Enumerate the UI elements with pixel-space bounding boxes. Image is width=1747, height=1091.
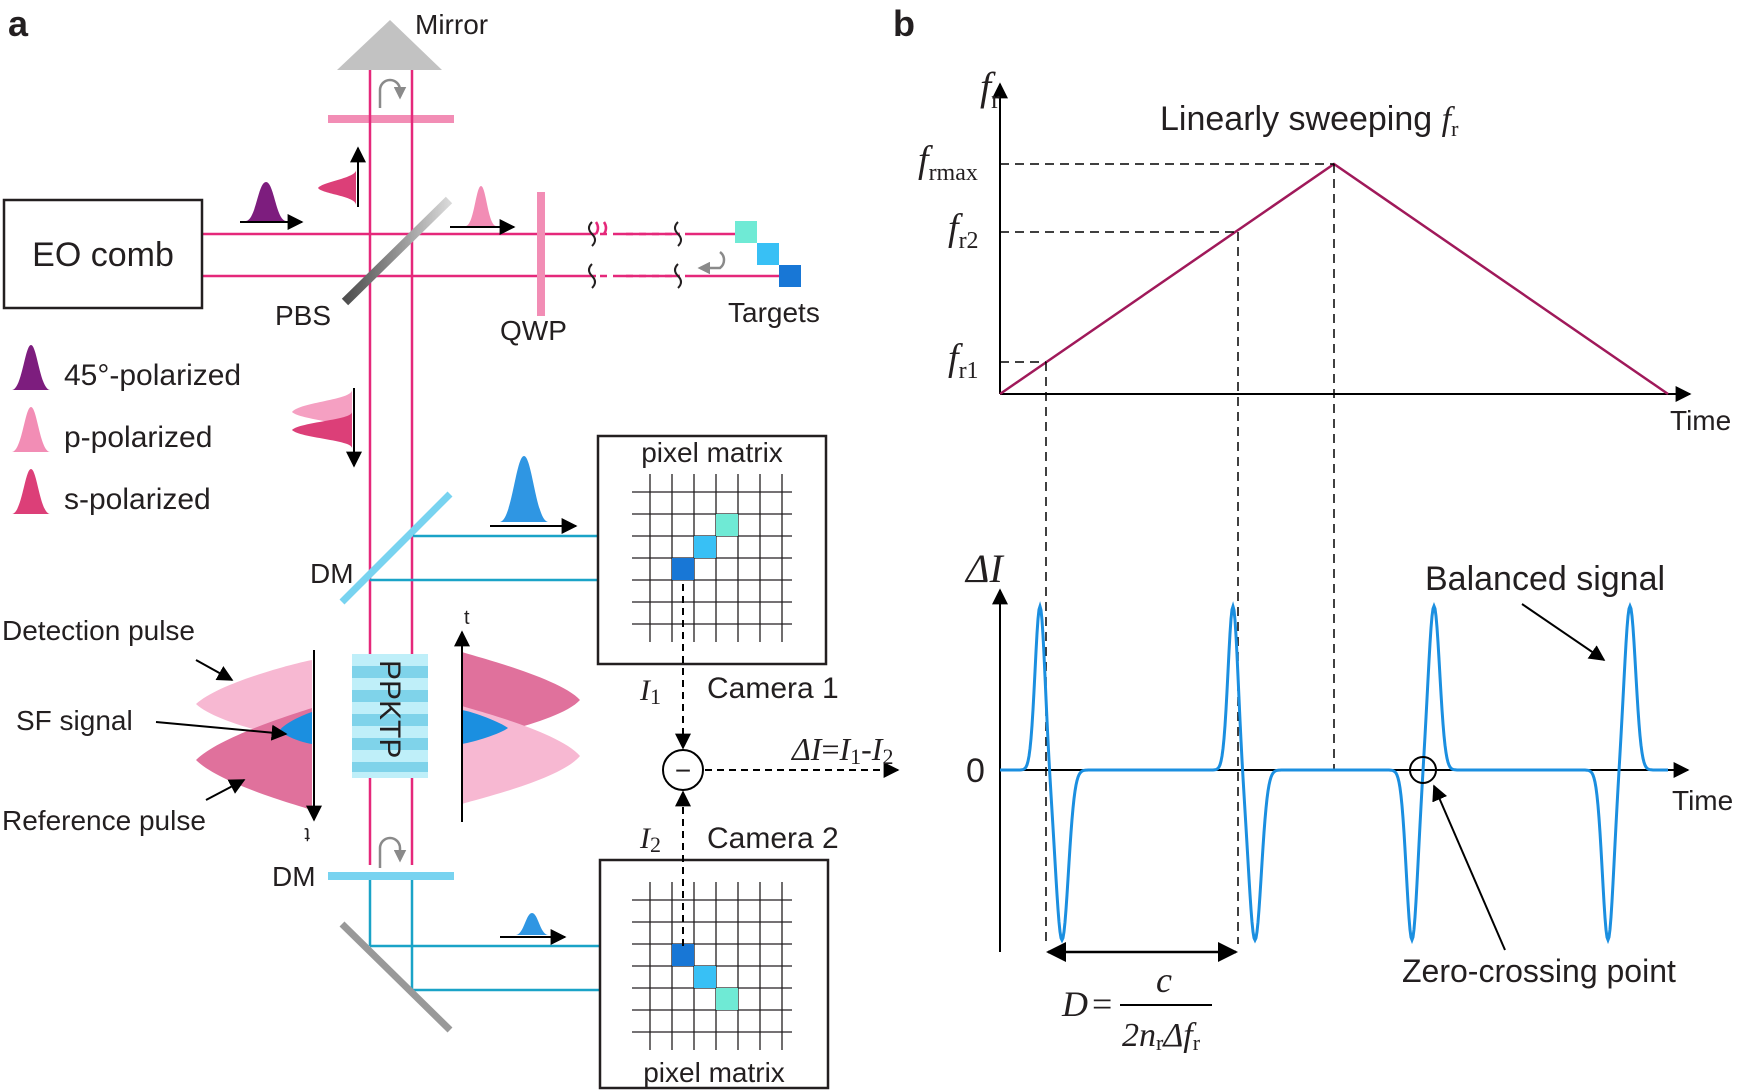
pixel-top-1 <box>672 558 694 580</box>
balanced-signal-curve <box>1000 601 1668 945</box>
right-time-label: t <box>464 607 470 629</box>
bottom-y-label: ΔI <box>964 546 1004 591</box>
return-icon <box>697 251 726 275</box>
pbs-mirror <box>341 196 453 306</box>
distance-formula: D = c 2nrΔfr <box>1061 960 1212 1055</box>
frmax-label: frmax <box>918 139 978 186</box>
camera2-label: Camera 2 <box>707 822 839 855</box>
legend-p-label: p-polarized <box>64 421 212 454</box>
top-reference-lines <box>1000 163 1335 944</box>
balanced-pointer <box>1521 603 1606 661</box>
dm-top-label: DM <box>310 558 354 589</box>
pixel-top-3 <box>716 514 738 536</box>
pixel-grid-top <box>632 474 792 642</box>
beam-dashes <box>600 232 680 278</box>
zero-crossing-pointer <box>1432 784 1506 951</box>
return-icon-2 <box>378 836 407 868</box>
pixel-bottom-1 <box>672 944 694 966</box>
subtractor-sign: − <box>675 755 691 786</box>
pulse-s-icon <box>318 170 356 205</box>
svg-text:D: D <box>1061 984 1088 1024</box>
panel-b: b fr Time Linearly sweeping fr frmax fr2… <box>893 3 1733 1055</box>
pulse-45-icon <box>246 182 286 221</box>
detection-pulse-label: Detection pulse <box>2 615 195 646</box>
target-2 <box>757 243 779 265</box>
svg-text:2nrΔfr: 2nrΔfr <box>1122 1017 1201 1055</box>
pixel-bottom-2 <box>694 966 716 988</box>
sf-signal-shape <box>280 712 312 744</box>
top-y-label: fr <box>980 64 1000 114</box>
legend-s-icon <box>12 469 50 514</box>
target-3 <box>779 265 801 287</box>
bottom-x-label: Time <box>1672 785 1733 816</box>
delta-i-formula: ΔI=I1-I2 <box>790 731 893 769</box>
panel-a: a Mirror EO comb <box>2 3 900 1090</box>
pulse-pair-icon-2 <box>292 412 352 448</box>
beam-breaks <box>588 221 682 289</box>
roundtrip-icon <box>378 78 407 108</box>
svg-text:=: = <box>1092 984 1112 1024</box>
legend-45-label: 45°-polarized <box>64 359 241 392</box>
top-mirror <box>337 20 442 70</box>
sweep-title: Linearly sweeping fr <box>1160 100 1459 141</box>
zero-crossing-label: Zero-crossing point <box>1402 953 1676 989</box>
bottom-mirror <box>339 921 453 1033</box>
cyan-beams-top <box>370 534 598 582</box>
eo-comb-box <box>2 198 204 310</box>
panel-a-letter: a <box>8 3 29 44</box>
fr1-label: fr1 <box>948 337 979 384</box>
camera2-box <box>598 858 830 1090</box>
legend-45-icon <box>12 345 50 390</box>
zero-crossing-marker <box>1409 756 1437 784</box>
reference-pointer <box>205 779 246 801</box>
top-waveplate <box>328 115 454 123</box>
top-x-label: Time <box>1670 405 1731 436</box>
crystal-label: PPKTP <box>373 660 406 758</box>
pixel-top-2 <box>694 536 716 558</box>
mirror-label: Mirror <box>415 9 488 40</box>
subtractor <box>662 749 704 791</box>
i1-label: I1 <box>639 674 661 709</box>
pixel-bottom-3 <box>716 988 738 1010</box>
camera1-box <box>596 434 828 666</box>
qwp-plate <box>537 192 545 316</box>
pulse-p-icon <box>466 186 496 226</box>
legend-p-icon <box>12 407 50 452</box>
camera1-label: Camera 1 <box>707 672 839 705</box>
qwp-label: QWP <box>500 315 567 346</box>
fr2-label: fr2 <box>948 207 979 254</box>
cyan-beams-bottom <box>368 880 600 992</box>
dm-bottom-label: DM <box>272 861 316 892</box>
polarization-legend: 45°-polarized p-polarized s-polarized <box>12 345 241 516</box>
left-time-label: t <box>304 823 310 845</box>
zero-label: 0 <box>966 752 985 790</box>
dm-top-mirror <box>339 491 453 605</box>
sf-pulse-bottom-icon <box>516 913 548 935</box>
legend-s-label: s-polarized <box>64 483 211 516</box>
eo-comb-label: EO comb <box>32 236 174 274</box>
reference-pulse-label: Reference pulse <box>2 805 206 836</box>
sf-pulse-top-icon <box>500 456 548 522</box>
dm-bottom-plate <box>328 872 454 880</box>
balanced-signal-label: Balanced signal <box>1425 560 1665 598</box>
pbs-label: PBS <box>275 300 331 331</box>
targets-label: Targets <box>728 297 820 328</box>
ppktp-crystal: PPKTP <box>352 654 428 778</box>
pixel-matrix-top-label: pixel matrix <box>641 437 783 468</box>
right-sf-shape <box>462 710 508 744</box>
svg-text:c: c <box>1156 960 1172 1000</box>
i2-label: I2 <box>639 822 661 857</box>
pixel-matrix-bottom-label: pixel matrix <box>643 1057 785 1088</box>
target-1 <box>735 221 757 243</box>
detection-pointer <box>195 659 234 681</box>
panel-b-letter: b <box>893 3 915 44</box>
sf-signal-label: SF signal <box>16 705 133 736</box>
sf-pointer <box>155 721 288 741</box>
